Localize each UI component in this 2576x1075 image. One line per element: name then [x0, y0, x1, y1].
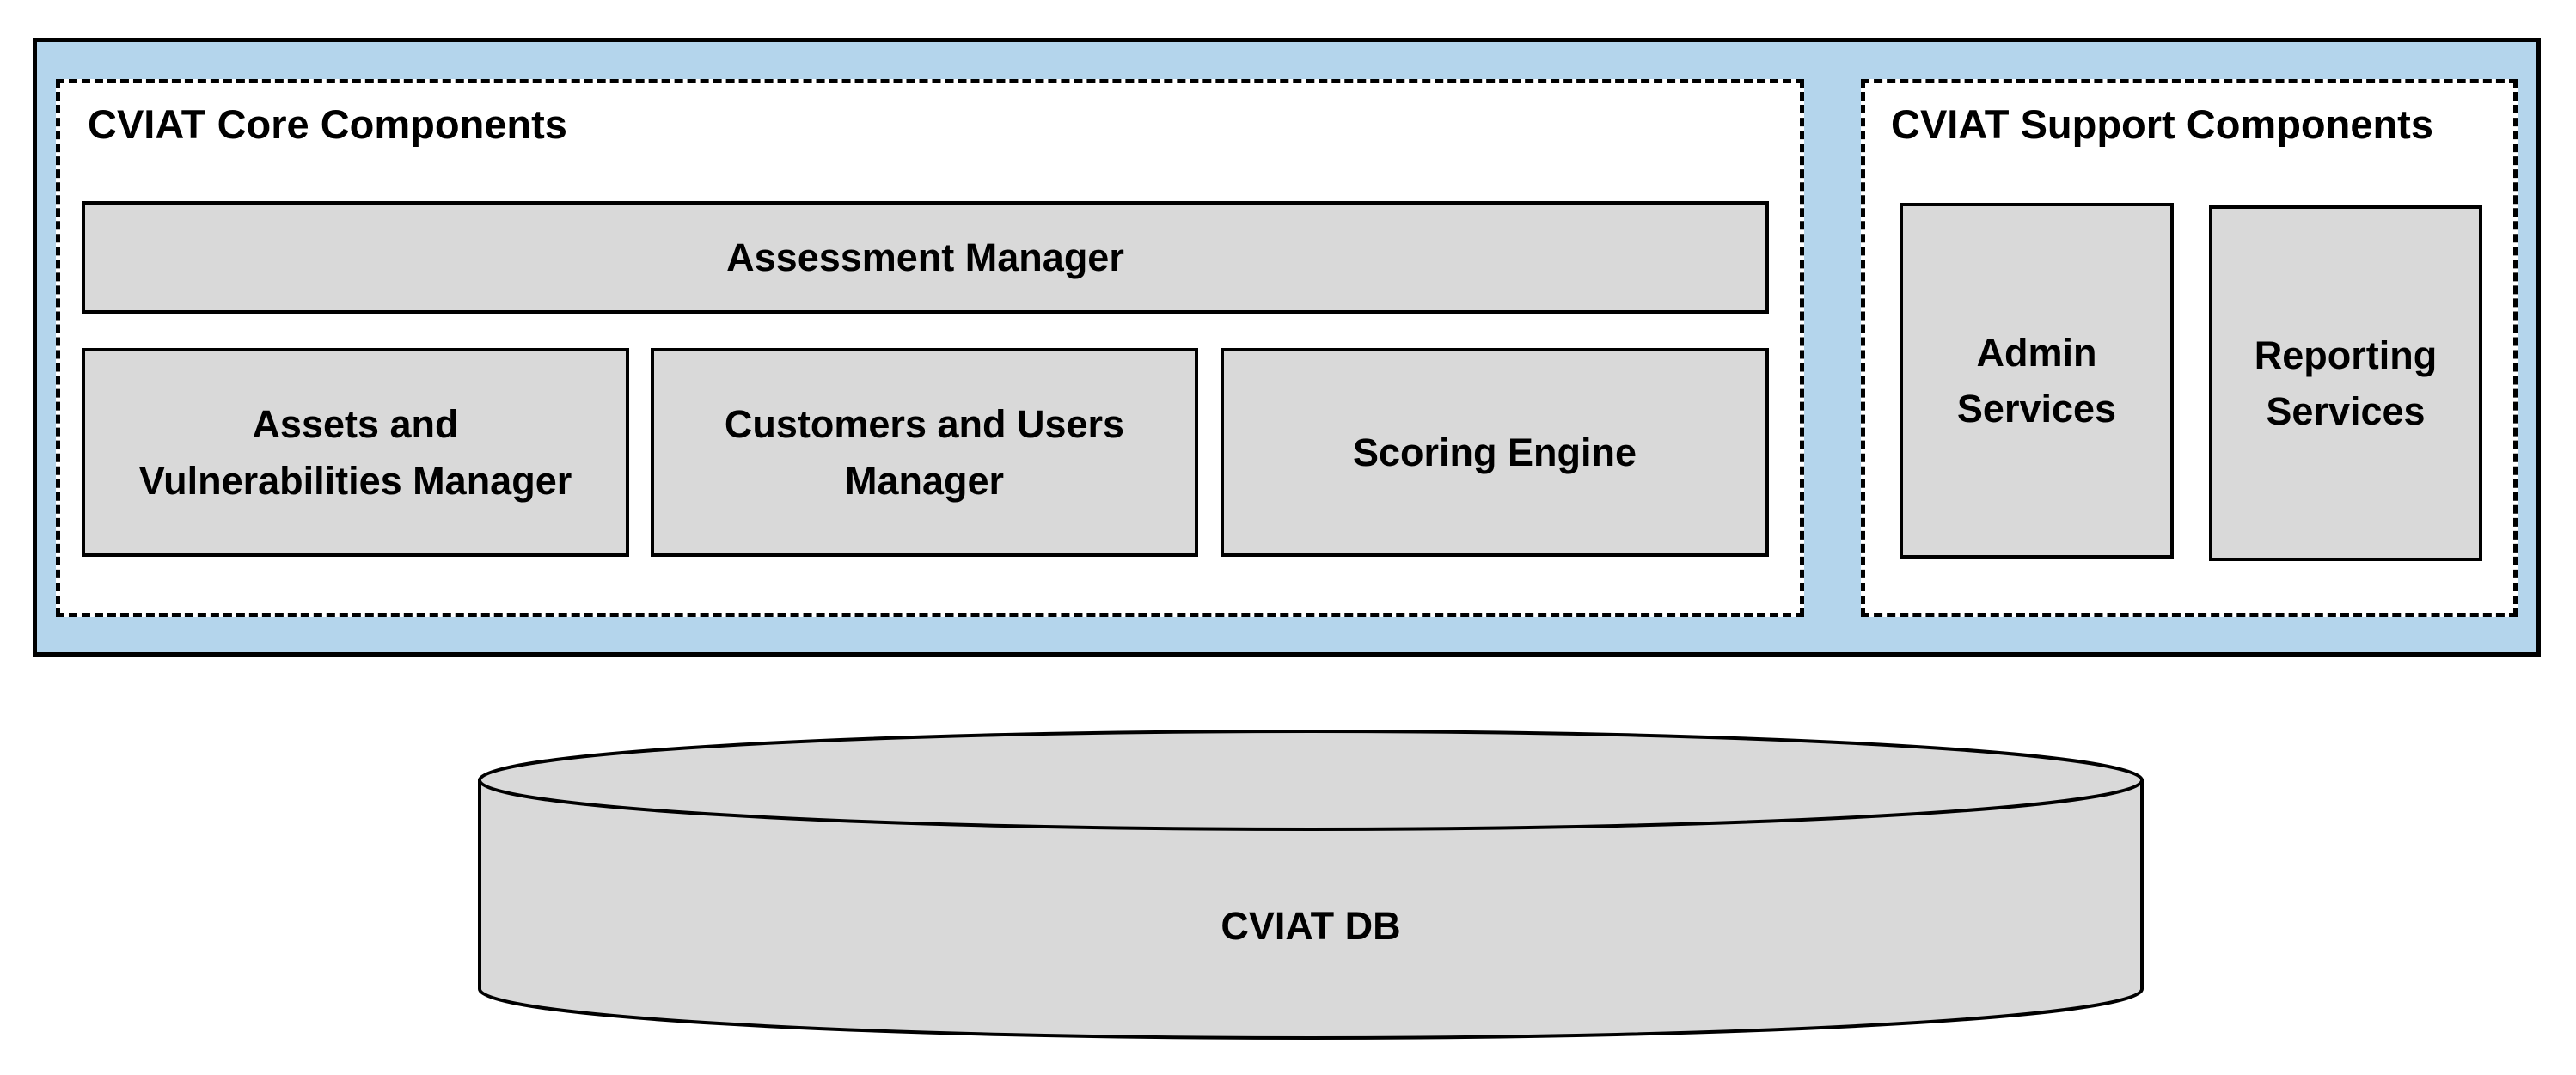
support-components-group: CVIAT Support Components Admin Services …: [1861, 79, 2518, 617]
assessment-manager-label: Assessment Manager: [726, 235, 1124, 279]
reporting-services-label: Reporting Services: [2254, 333, 2438, 433]
cviat-db-label: CVIAT DB: [1221, 904, 1401, 948]
scoring-engine-box: Scoring Engine: [1221, 348, 1769, 557]
scoring-engine-label: Scoring Engine: [1352, 430, 1637, 474]
support-components-title: CVIAT Support Components: [1891, 101, 2433, 147]
assessment-manager-box: Assessment Manager: [82, 201, 1769, 314]
database-cylinder-shape: [478, 730, 2144, 1040]
core-components-title: CVIAT Core Components: [88, 101, 567, 147]
customers-users-manager-box: Customers and Users Manager: [651, 348, 1198, 557]
core-components-group: CVIAT Core Components Assessment Manager…: [56, 79, 1804, 617]
cviat-db-cylinder: CVIAT DB: [476, 722, 2145, 1048]
assets-vulnerabilities-manager-label: Assets and Vulnerabilities Manager: [138, 402, 572, 503]
reporting-services-box: Reporting Services: [2209, 205, 2482, 561]
admin-services-box: Admin Services: [1900, 203, 2174, 559]
admin-services-label: Admin Services: [1956, 330, 2117, 431]
assets-vulnerabilities-manager-box: Assets and Vulnerabilities Manager: [82, 348, 629, 557]
database-cylinder-body: [478, 779, 2144, 1040]
database-cylinder-top: [478, 730, 2144, 831]
customers-users-manager-label: Customers and Users Manager: [724, 402, 1125, 503]
